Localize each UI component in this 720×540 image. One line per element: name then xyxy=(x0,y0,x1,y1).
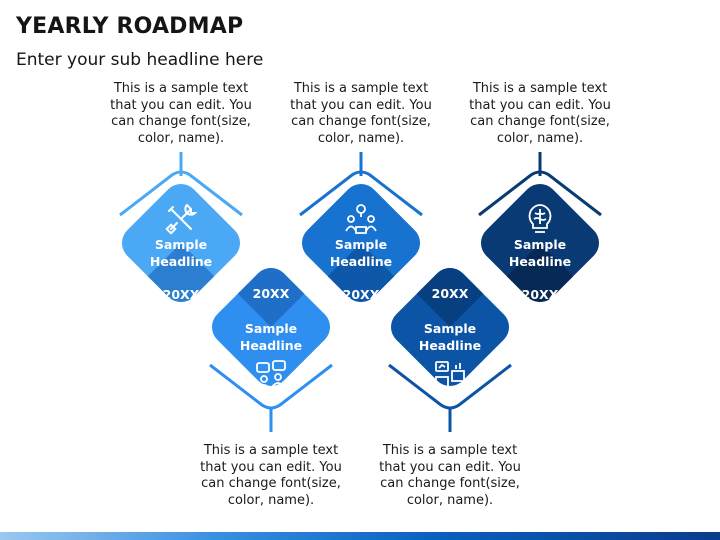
sample-text-1: This is a sample text that you can edit.… xyxy=(110,81,252,146)
connector-arc-3 xyxy=(299,170,423,217)
sample-text-5: This is a sample text that you can edit.… xyxy=(469,81,611,146)
connector-arc-4 xyxy=(388,363,512,410)
sample-text-2: This is a sample text that you can edit.… xyxy=(200,443,342,508)
sample-text-4: This is a sample text that you can edit.… xyxy=(379,443,521,508)
connector-arc-5 xyxy=(478,170,602,217)
connector-arc-1 xyxy=(119,170,243,217)
brain-bulb-icon xyxy=(528,204,552,233)
node-year-1: 20XX xyxy=(162,287,200,302)
node-year-4: 20XX xyxy=(431,286,469,301)
connector-arc-2 xyxy=(209,363,333,410)
page-title: YEARLY ROADMAP xyxy=(16,14,244,39)
page-subtitle: Enter your sub headline here xyxy=(16,50,264,70)
footer-bar xyxy=(0,532,720,540)
boxes-chart-icon xyxy=(435,361,465,388)
tools-icon xyxy=(165,203,198,235)
node-year-2: 20XX xyxy=(252,286,290,301)
chat-people-icon xyxy=(256,360,286,390)
sample-text-3: This is a sample text that you can edit.… xyxy=(290,81,432,146)
node-year-3: 20XX xyxy=(342,287,380,302)
node-year-5: 20XX xyxy=(521,287,559,302)
team-idea-icon xyxy=(345,204,377,234)
